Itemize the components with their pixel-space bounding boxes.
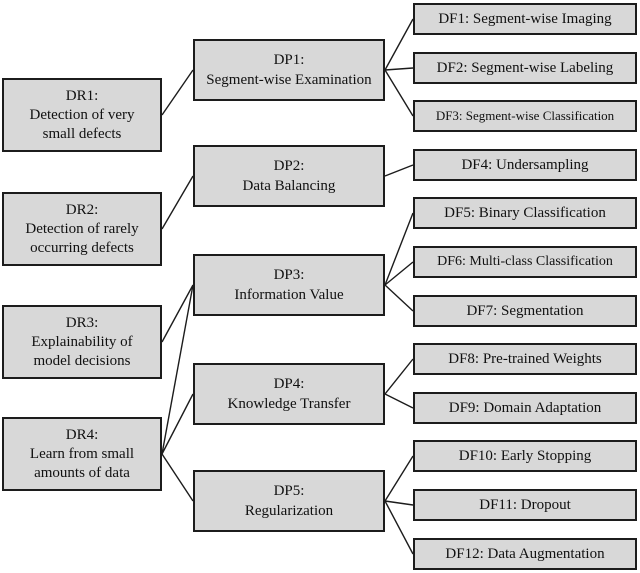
node-subtitle: Regularization — [244, 503, 334, 519]
node-text-line: Learn from small — [29, 445, 135, 462]
node-title: DP4: — [273, 376, 305, 392]
node-df2-segment-wise-labeling: DF2: Segment-wise Labeling — [413, 52, 637, 84]
node-dr1-detection-of-very-small-defects: DR1: Detection of very small defects — [2, 78, 162, 152]
node-df5-binary-classification: DF5: Binary Classification — [413, 197, 637, 229]
node-label: DF12: Data Augmentation — [445, 545, 605, 562]
node-dp2-data-balancing: DP2: Data Balancing — [193, 145, 385, 207]
node-label: DF8: Pre-trained Weights — [448, 350, 602, 367]
node-dp5-regularization: DP5: Regularization — [193, 470, 385, 532]
node-text-line: occurring defects — [30, 239, 134, 256]
node-df9-domain-adaptation: DF9: Domain Adaptation — [413, 392, 637, 424]
node-label: DF9: Domain Adaptation — [448, 399, 602, 416]
node-df3-segment-wise-classification: DF3: Segment-wise Classification — [413, 100, 637, 132]
node-title: DR4: — [65, 426, 99, 443]
node-title: DP3: — [273, 267, 305, 283]
node-df12-data-augmentation: DF12: Data Augmentation — [413, 538, 637, 570]
node-label: DF7: Segmentation — [466, 302, 584, 319]
node-dp3-information-value: DP3: Information Value — [193, 254, 385, 316]
node-label: DF10: Early Stopping — [458, 447, 592, 464]
node-subtitle: Data Balancing — [242, 178, 336, 194]
node-df11-dropout: DF11: Dropout — [413, 489, 637, 521]
node-dr4-learn-from-small-amounts-of-data: DR4: Learn from small amounts of data — [2, 417, 162, 491]
node-title: DR1: — [65, 87, 99, 104]
node-df7-segmentation: DF7: Segmentation — [413, 295, 637, 327]
node-text-line: Detection of rarely — [25, 220, 139, 237]
node-label: DF5: Binary Classification — [444, 204, 606, 221]
node-text-line: Detection of very — [29, 106, 135, 123]
node-df8-pre-trained-weights: DF8: Pre-trained Weights — [413, 343, 637, 375]
node-title: DP5: — [273, 483, 305, 499]
node-title: DP1: — [273, 52, 305, 68]
node-df4-undersampling: DF4: Undersampling — [413, 149, 637, 181]
node-dr2-detection-of-rarely-occurring-defects: DR2: Detection of rarely occurring defec… — [2, 192, 162, 266]
node-dp1-segment-wise-examination: DP1: Segment-wise Examination — [193, 39, 385, 101]
node-title: DR3: — [65, 314, 99, 331]
node-label: DF1: Segment-wise Imaging — [438, 10, 612, 27]
node-subtitle: Segment-wise Examination — [206, 72, 372, 88]
node-label: DF6: Multi-class Classification — [437, 254, 613, 269]
node-text-line: small defects — [42, 125, 122, 142]
node-label: DF11: Dropout — [479, 496, 571, 513]
node-text-line: model decisions — [33, 352, 131, 369]
node-title: DP2: — [273, 158, 305, 174]
node-title: DR2: — [65, 201, 99, 218]
node-label: DF3: Segment-wise Classification — [435, 108, 615, 123]
node-dp4-knowledge-transfer: DP4: Knowledge Transfer — [193, 363, 385, 425]
node-df6-multi-class-classification: DF6: Multi-class Classification — [413, 246, 637, 278]
node-subtitle: Knowledge Transfer — [227, 396, 351, 412]
node-subtitle: Information Value — [234, 287, 344, 303]
node-label: DF2: Segment-wise Labeling — [436, 59, 614, 76]
node-df1-segment-wise-imaging: DF1: Segment-wise Imaging — [413, 3, 637, 35]
node-text-line: Explainability of — [31, 333, 133, 350]
node-dr3-explainability-of-model-decisions: DR3: Explainability of model decisions — [2, 305, 162, 379]
node-df10-early-stopping: DF10: Early Stopping — [413, 440, 637, 472]
node-label: DF4: Undersampling — [461, 156, 589, 173]
node-text-line: amounts of data — [34, 464, 130, 481]
